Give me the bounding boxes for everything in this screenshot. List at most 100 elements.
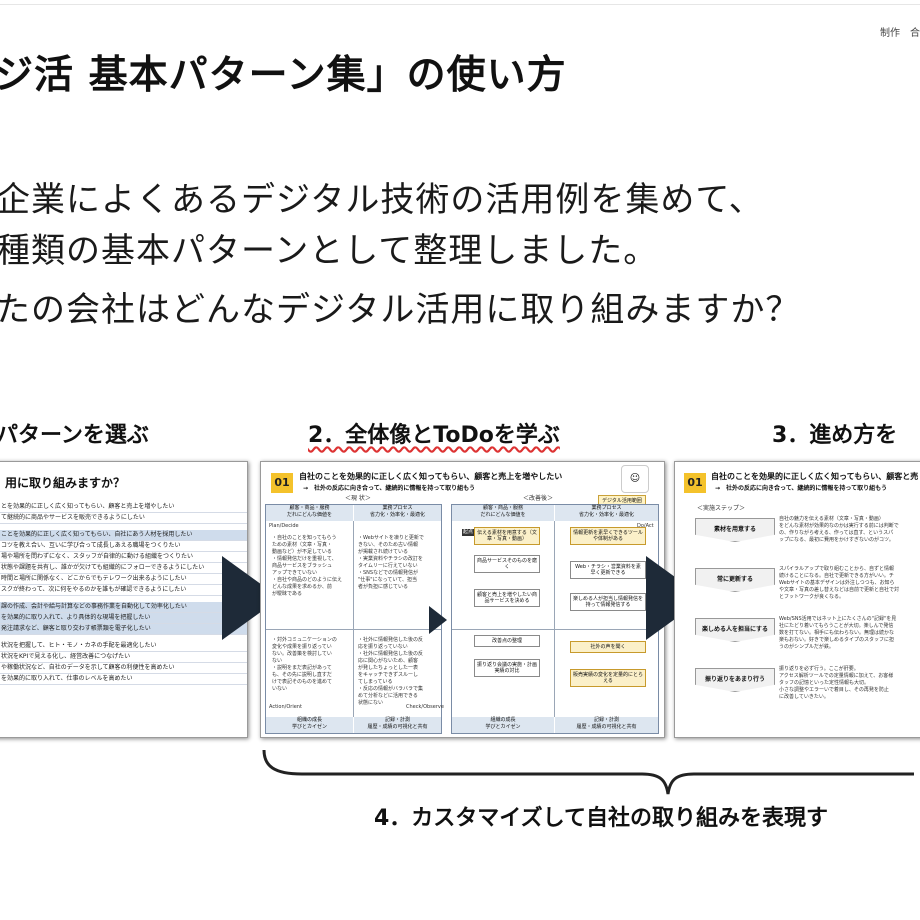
current-notes-a: ・自社のことを知ってもらう ための素材（文章・写真・ 動画など）が不足している … bbox=[272, 535, 342, 598]
list-item[interactable]: スクが終わって、次に何をやるのかを誰もが確認できるようにしたい bbox=[0, 585, 247, 596]
intro-line-1: 企業によくあるデジタル技術の活用例を集めて、 bbox=[0, 180, 764, 220]
note-line: 商品サービスをブラッシュ bbox=[272, 563, 333, 569]
note-line: アップできていない bbox=[272, 570, 318, 576]
step-button[interactable]: 常に更新する bbox=[695, 568, 775, 592]
footer-text: 組織の成長 bbox=[490, 717, 516, 723]
desc-line: とフットワークが良くなる。 bbox=[779, 594, 845, 600]
arrow-small-icon bbox=[429, 606, 447, 634]
note-line: ・自社のことを知ってもらう bbox=[272, 535, 337, 541]
desc-line: Web/SNS活用ではネット上にたくさんの"記録"を見 bbox=[779, 616, 897, 622]
step-button[interactable]: 素材を用意する bbox=[695, 518, 775, 542]
action-label: Action/Orient bbox=[269, 704, 302, 710]
col-header: 顧客・商品・服務 だれにどんな価値を bbox=[452, 505, 554, 521]
note-line: ない。改善策を検討してい bbox=[272, 651, 332, 657]
step-1-label: パターンを選ぶ bbox=[0, 423, 149, 448]
step-button[interactable]: 楽しめる人を担当にする bbox=[695, 618, 775, 642]
intro-line-2: 種類の基本パターンとして整理しました。 bbox=[0, 231, 659, 271]
col-divider bbox=[353, 521, 354, 717]
step-button[interactable]: 振り返りをあまり行う bbox=[695, 668, 775, 692]
list-item[interactable]: を効果的に取り入れて、より具体的な現場を把握したい bbox=[0, 613, 247, 624]
footer-text: 記録・計測 bbox=[593, 717, 619, 723]
list-item[interactable]: コツを教え合い、互いに学び合って成長しあえる職場をつくりたい bbox=[0, 541, 247, 552]
step-4-label: 4．カスタマイズして自社の取り組みを表現す bbox=[374, 806, 828, 831]
current-notes-d: ・社外に情報発信した後の反 応を振り返っていない ・社外に情報発信した後の反 応… bbox=[358, 637, 423, 707]
flow-box: 販売実績の変化を定量的にとらえる bbox=[570, 669, 646, 687]
note-line: いない bbox=[272, 686, 288, 692]
row-footer: 記録・計測 履歴・成績の可視化と共有 bbox=[354, 717, 441, 733]
top-divider bbox=[0, 4, 920, 5]
step-description: 振り返りを必ず行う。ここが肝要。 アクセス解析ツールでの定量情報に加えて、お客様… bbox=[779, 666, 893, 701]
row-footer: 組織の成長 学びとカイゼン bbox=[266, 717, 353, 733]
note-line: めて分析などに活用できる bbox=[358, 693, 418, 699]
list-item[interactable]: 状態や課題を共有し、誰かが欠けても組織的にフォローできるようにしたい bbox=[0, 563, 247, 574]
list-item[interactable]: 課の作成、会計や給与計算などの事務作業を自動化して効率化したい bbox=[0, 602, 247, 613]
plan-label: Plan/Decide bbox=[269, 523, 299, 529]
desc-line: をどんな素材が効果的なのかは実行する前には判断で bbox=[779, 523, 899, 529]
note-line: ・実業資料やチラシの改訂を bbox=[358, 556, 423, 562]
desc-line: Webサイトの基本デザインは外注しつつも、お知ら bbox=[779, 580, 895, 586]
flow-box: 顧客と売上を増やしたい商品サービスを決める bbox=[474, 589, 540, 607]
current-notes-c: ・対外コミュニケーションの 変化や成果を振り返ってい ない。改善策を検討してい … bbox=[272, 637, 337, 693]
flow-box: 振り返り会議の実施・計画実績の対比 bbox=[474, 659, 540, 677]
note-line: が発したちょっとした一表 bbox=[358, 665, 419, 671]
footer-sub: 学びとカイゼン bbox=[485, 724, 521, 730]
steps-title: 自社のことを効果的に正しく広く知ってもらい、顧客と売 bbox=[711, 472, 919, 481]
col-header-text: 業務プロセス bbox=[591, 505, 622, 511]
list-item[interactable]: 状況を把握して、ヒト・モノ・カネの手配を最適化したい bbox=[0, 641, 247, 652]
credit-text: 制作 合 bbox=[880, 28, 920, 39]
flow-box: 改善点の整理 bbox=[474, 635, 540, 647]
list-item[interactable]: 時間と場所に関係なく、どこからでもテレワーク出来るようにしたい bbox=[0, 574, 247, 585]
improved-label: ＜改善後＞ bbox=[523, 495, 554, 502]
note-line: ない bbox=[272, 658, 283, 664]
overview-title: 自社のことを効果的に正しく広く知ってもらい、顧客と売上を増やしたい bbox=[299, 472, 563, 481]
overview-subtitle: → 社外の反応に向き合って、継続的に情報を持って取り組もう bbox=[303, 485, 475, 492]
col-divider bbox=[554, 521, 555, 717]
note-line: が曖昧である bbox=[272, 591, 302, 597]
note-line: "仕事"になっていて、担当 bbox=[358, 577, 417, 583]
pattern-number-badge: 01 bbox=[271, 473, 293, 493]
list-item[interactable]: て継続的に商品やサービスを販売できるようにしたい bbox=[0, 513, 247, 524]
list-item[interactable]: とを効果的に正しく広く知ってもらい、顧客と売上を増やしたい bbox=[0, 502, 247, 513]
row-footer: 組織の成長 学びとカイゼン bbox=[452, 717, 554, 733]
note-line: ・対外コミュニケーションの bbox=[272, 637, 337, 643]
row-footer: 記録・計測 履歴・成績の可視化と共有 bbox=[555, 717, 658, 733]
col-header-text: 顧客・商品・服務 bbox=[289, 505, 330, 511]
intro-line-3: たの会社はどんなデジタル活用に取り組みますか？ bbox=[0, 290, 801, 330]
flow-box: Web・チラシ・営業資料を素早く更新できる bbox=[570, 561, 646, 579]
note-line: をキャッチできずスルーし bbox=[358, 672, 419, 678]
desc-line: 楽もおない。好きで楽しめるタイプのスタッフに担 bbox=[779, 637, 895, 643]
step-description: 自社の魅力を伝える素材（文章・写真・動画） をどんな素材が効果的なのかは実行する… bbox=[779, 516, 899, 544]
col-header-sub: 省力化・効率化・最適化 bbox=[578, 512, 634, 518]
note-line: けで表記そのものを進めて bbox=[272, 679, 333, 685]
note-line: ・反応の情報がバラバラで集 bbox=[358, 686, 423, 692]
note-line: が掲載され続けている bbox=[358, 549, 409, 555]
note-line: 動画など）が不足している bbox=[272, 549, 332, 555]
desc-line: の、作りながら考える、作っては直す、というスパ bbox=[779, 530, 894, 536]
list-item[interactable]: 発注請求など、顧客と取り交わす帳票類を電子化したい bbox=[0, 624, 247, 635]
note-line: ・Webサイトを凍りと更新で bbox=[358, 535, 424, 541]
list-item[interactable]: ことを効果的に正しく広く知ってもらい、自社にあう人材を採用したい bbox=[0, 530, 247, 541]
list-item[interactable]: や稼働状況など、自社のデータを示して顧客の利便性を高めたい bbox=[0, 663, 247, 674]
step-3-label: 3．進め方を bbox=[772, 423, 898, 448]
row-divider bbox=[266, 629, 441, 630]
current-grid: 顧客・商品・服務 だれにどんな価値を 業務プロセス 省力化・効率化・最適化 Pl… bbox=[265, 504, 444, 734]
list-item[interactable]: を効果的に取り入れて、仕事のレベルを高めたい bbox=[0, 674, 247, 685]
pattern-list-heading: 用に取り組みますか？ bbox=[5, 476, 126, 490]
note-line: ・社外に情報発信した後の反 bbox=[358, 637, 424, 643]
note-line: 変化や成果を振り返ってい bbox=[272, 644, 332, 650]
list-item[interactable]: 場や場所を問わずになく、スタッフが自律的に動ける組織をつくりたい bbox=[0, 552, 247, 563]
desc-line: 数を打てない。相手にも伝わらない。無理は続かな bbox=[779, 630, 895, 636]
footer-sub: 学びとカイゼン bbox=[291, 724, 327, 730]
desc-line: や文章・写真の差し替えなどは自前で更新と自社で対 bbox=[779, 587, 900, 593]
col-header-sub: だれにどんな価値を bbox=[480, 512, 526, 518]
note-line: も、その先に説明し直すだ bbox=[272, 672, 332, 678]
note-line: 応に関心がないため、顧客 bbox=[358, 658, 419, 664]
desc-line: 続けることになる。自社で更新できる方がいい。チ bbox=[779, 573, 894, 579]
note-line: ・社外に情報発信した後の反 bbox=[358, 651, 424, 657]
current-notes-b: ・Webサイトを凍りと更新で きない、そのため古い情報 が掲載され続けている ・… bbox=[358, 535, 424, 591]
pattern-number-badge: 01 bbox=[684, 473, 706, 493]
list-item[interactable]: 状況をKPIで見える化し、経営改善につなげたい bbox=[0, 652, 247, 663]
note-line: てしまっている bbox=[358, 679, 393, 685]
do-label: Do/Act bbox=[637, 523, 654, 529]
col-header: 顧客・商品・服務 だれにどんな価値を bbox=[266, 505, 353, 521]
